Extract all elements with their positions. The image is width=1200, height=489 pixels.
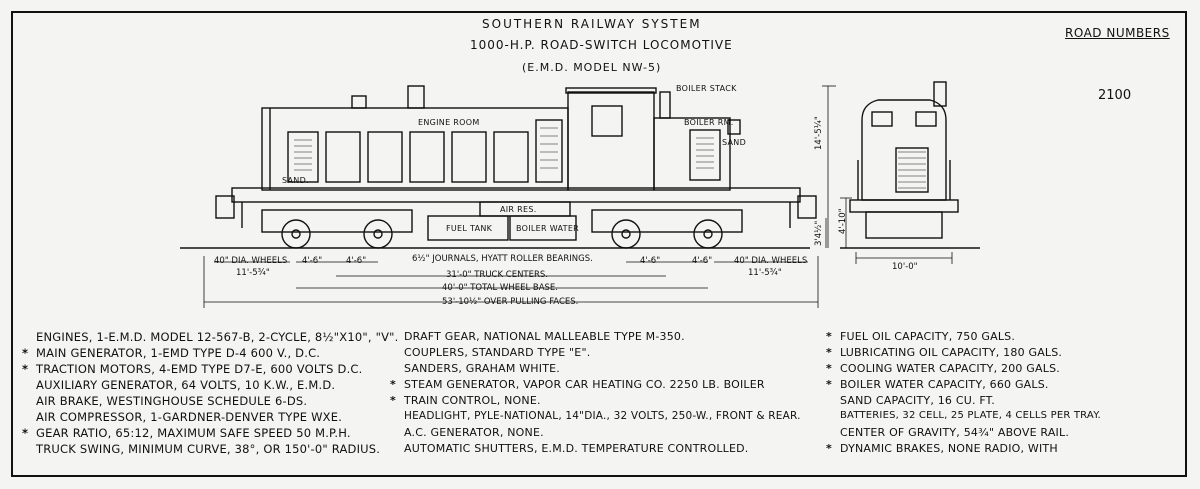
label-engine-room: ENGINE ROOM [418,118,480,127]
dim-width: 10'-0" [892,262,918,272]
label-boiler-room: BOILER RM. [684,118,734,127]
spec-line: *DYNAMIC BRAKES, NONE RADIO, WITH [826,442,1058,455]
spec-line: *TRACTION MOTORS, 4-EMD TYPE D7-E, 600 V… [22,362,363,376]
spec-line: DRAFT GEAR, NATIONAL MALLEABLE TYPE M-35… [404,330,685,343]
dim-height-deck: 4'-10" [838,208,848,234]
spec-line: A.C. GENERATOR, NONE. [404,426,544,439]
spec-line: HEADLIGHT, PYLE-NATIONAL, 14"DIA., 32 VO… [404,410,801,422]
dim-axle-4: 4'-6" [692,256,713,266]
spec-line: AUTOMATIC SHUTTERS, E.M.D. TEMPERATURE C… [404,442,749,455]
spec-line: *STEAM GENERATOR, VAPOR CAR HEATING CO. … [390,378,765,391]
spec-line: AIR COMPRESSOR, 1-GARDNER-DENVER TYPE WX… [36,410,343,424]
spec-line: *LUBRICATING OIL CAPACITY, 180 GALS. [826,346,1063,359]
dim-axle-1: 4'-6" [302,256,323,266]
spec-line: *TRAIN CONTROL, NONE. [390,394,541,407]
spec-line: *GEAR RATIO, 65:12, MAXIMUM SAFE SPEED 5… [22,426,351,440]
spec-line: BATTERIES, 32 CELL, 25 PLATE, 4 CELLS PE… [840,410,1101,421]
dim-pulling-faces: 53'-10½" OVER PULLING FACES. [442,297,579,307]
dim-axle-2: 4'-6" [346,256,367,266]
dim-journals: 6½" JOURNALS, HYATT ROLLER BEARINGS. [412,254,593,264]
title-locomotive: 1000-H.P. ROAD-SWITCH LOCOMOTIVE [470,38,733,52]
sheet-border [11,11,1187,477]
dim-height-coupler: 3'4½" [814,220,824,246]
road-numbers-label: ROAD NUMBERS [1065,26,1170,40]
spec-line: TRUCK SWING, MINIMUM CURVE, 38°, OR 150'… [36,442,381,456]
spec-line: *COOLING WATER CAPACITY, 200 GALS. [826,362,1060,375]
dim-axle-3: 4'-6" [640,256,661,266]
label-boiler-stack: BOILER STACK [676,84,737,93]
title-model: (E.M.D. MODEL NW-5) [522,61,662,74]
dim-wheel-right: 40" DIA. WHEELS [734,256,808,266]
dim-height-total: 14'-5¼" [814,116,824,150]
spec-line: *MAIN GENERATOR, 1-EMD TYPE D-4 600 V., … [22,346,321,360]
label-sand-front: SAND [722,138,747,147]
dim-wheel-left: 40" DIA. WHEELS [214,256,288,266]
label-fuel-tank: FUEL TANK [446,224,493,233]
dim-truck-right: 11'-5¾" [748,268,782,278]
spec-line: SANDERS, GRAHAM WHITE. [404,362,560,375]
label-boiler-water: BOILER WATER [516,224,580,233]
spec-line: *FUEL OIL CAPACITY, 750 GALS. [826,330,1016,343]
spec-line: CENTER OF GRAVITY, 54¾" ABOVE RAIL. [840,426,1070,439]
title-railway: SOUTHERN RAILWAY SYSTEM [482,17,702,31]
spec-line: COUPLERS, STANDARD TYPE "E". [404,346,591,359]
dim-truck-left: 11'-5¾" [236,268,270,278]
label-sand-rear: SAND. [282,176,309,185]
spec-line: ENGINES, 1-E.M.D. MODEL 12-567-B, 2-CYCL… [36,330,399,344]
spec-line: AIR BRAKE, WESTINGHOUSE SCHEDULE 6-DS. [36,394,308,408]
dim-truck-centers: 31'-0" TRUCK CENTERS. [446,270,548,280]
spec-line: *BOILER WATER CAPACITY, 660 GALS. [826,378,1049,391]
road-number: 2100 [1098,88,1132,103]
spec-line: AUXILIARY GENERATOR, 64 VOLTS, 10 K.W., … [36,378,336,392]
dim-total-wheel-base: 40'-0" TOTAL WHEEL BASE. [442,283,558,293]
spec-line: SAND CAPACITY, 16 CU. FT. [840,394,995,407]
label-air-reservoir: AIR RES. [500,205,537,214]
